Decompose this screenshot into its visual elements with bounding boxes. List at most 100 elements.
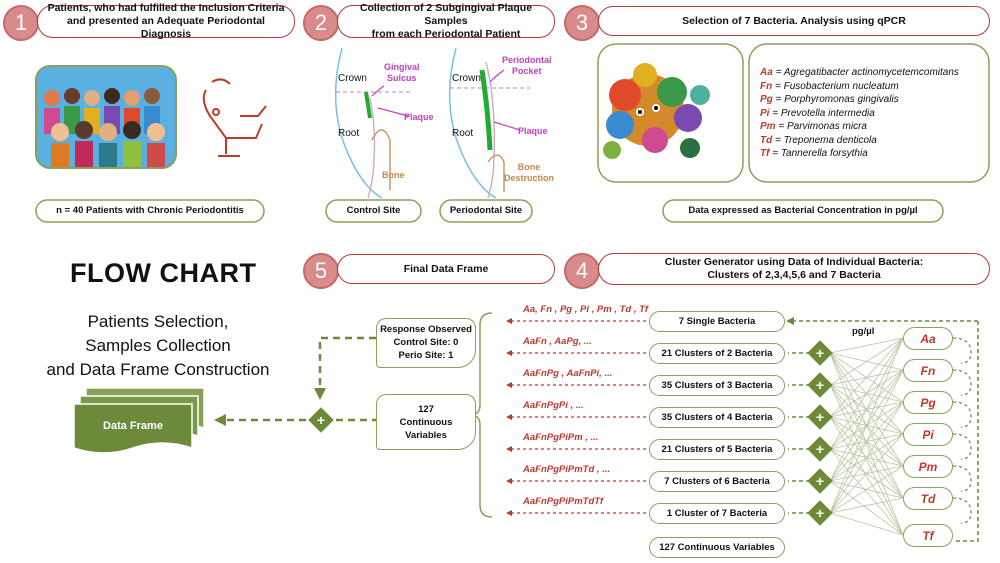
cluster-combos-label: AaFnPg , AaFnPi, ... — [523, 368, 613, 379]
cluster-box: 1 Cluster of 7 Bacteria — [649, 503, 785, 524]
subtitle-line1: Patients Selection, — [87, 312, 229, 331]
cluster-box: 35 Clusters of 3 Bacteria — [649, 375, 785, 396]
legend-name: Parvimonas micra — [786, 121, 867, 132]
legend-name: Treponema denticola — [783, 134, 877, 146]
legend-abbr: Pi — [760, 107, 770, 119]
legend-item-pg: Pg = Porphyromonas gingivalis — [760, 94, 899, 105]
legend-name: Fusobacterium nucleatum — [783, 80, 899, 92]
bacteria-node-fn: Fn — [903, 359, 953, 382]
plaque-label-control: Plaque — [404, 112, 434, 122]
root-label-perio: Root — [452, 128, 474, 139]
bacteria-node-aa: Aa — [903, 327, 953, 350]
step-1-caption: n = 40 Patients with Chronic Periodontit… — [56, 205, 244, 216]
cluster-combos-label: AaFnPgPiPmTdTf — [523, 496, 604, 507]
bone-destruction-line2: Destruction — [504, 173, 555, 183]
crown-label-perio: Crown — [452, 73, 481, 84]
cluster-combos-label: Aa, Fn , Pg , Pi , Pm , Td , Tf — [523, 304, 649, 315]
step-1-number: 1 — [3, 5, 39, 41]
periodontal-site-caption: Periodontal Site — [449, 205, 523, 216]
cluster-combos-label: AaFn , AaPg, ... — [523, 336, 592, 347]
unit-label: pg/µl — [852, 326, 875, 337]
cluster-box: 21 Clusters of 5 Bacteria — [649, 439, 785, 460]
step-4-number: 4 — [564, 253, 600, 289]
bone-label-control: Bone — [382, 170, 405, 180]
combine-plus-icon: + — [807, 468, 833, 494]
bacteria-node-pg: Pg — [903, 391, 953, 414]
step-3-title: Selection of 7 Bacteria. Analysis using … — [598, 6, 990, 36]
combine-plus-icon: + — [807, 340, 833, 366]
step-5-number: 5 — [303, 253, 339, 289]
flow-chart-title: FLOW CHART — [70, 258, 257, 288]
bone-destruction-line1: Bone — [517, 162, 541, 172]
periodontal-pocket-line2: Pocket — [512, 66, 542, 76]
step-4-title: Cluster Generator using Data of Individu… — [598, 253, 990, 285]
legend-name: Agregatibacter actinomycetemcomitans — [783, 67, 959, 78]
response-observed-box: Response Observed Control Site: 0 Perio … — [376, 318, 476, 368]
bacteria-node-pi: Pi — [903, 423, 953, 446]
subtitle-line2: Samples Collection — [85, 336, 231, 355]
cluster-combos-label: AaFnPgPiPmTd , ... — [523, 464, 611, 475]
total-variables-caption: 127 Continuous Variables — [649, 537, 785, 558]
gingival-sulcus-line1: Gingival — [384, 62, 420, 72]
gingival-sulcus-line2: Sulcus — [387, 73, 417, 83]
step-4-title-line2: Clusters of 2,3,4,5,6 and 7 Bacteria — [707, 269, 881, 281]
cluster-combos-label: AaFnPgPiPm , ... — [523, 432, 599, 443]
control-site-caption: Control Site — [346, 205, 401, 216]
data-frame-stack — [73, 387, 205, 454]
flow-chart-subtitle: Patients Selection, Samples Collection a… — [28, 310, 288, 382]
cluster-box: 7 Clusters of 6 Bacteria — [649, 471, 785, 492]
subtitle-line3: and Data Frame Construction — [46, 360, 270, 379]
response-line1: Response Observed — [380, 324, 472, 335]
step-1-title-line1: Patients, who had fulfilled the Inclusio… — [47, 2, 285, 14]
legend-item-aa: Aa = Agregatibacter actinomycetemcomitan… — [760, 67, 959, 78]
legend-item-fn: Fn = Fusobacterium nucleatum — [760, 80, 899, 92]
legend-abbr: Tf — [760, 148, 770, 159]
response-line3: Perio Site: 1 — [398, 350, 454, 361]
variables-line1: 127 — [418, 404, 434, 415]
step-4-title-line1: Cluster Generator using Data of Individu… — [664, 256, 924, 268]
root-label-control: Root — [338, 128, 360, 139]
combine-plus-icon: + — [807, 404, 833, 430]
crown-label-control: Crown — [338, 73, 367, 84]
merge-plus-icon: + — [308, 407, 334, 433]
legend-abbr: Pg — [760, 94, 773, 105]
legend-name: Porphyromonas gingivalis — [784, 94, 899, 105]
legend-item-pm: Pm = Parvimonas micra — [760, 121, 867, 132]
step-5-title: Final Data Frame — [337, 254, 555, 284]
variables-line2: Continuous — [399, 417, 453, 428]
step-2-title-line2: from each Periodontal Patient — [371, 28, 521, 40]
dental-chair-icon — [202, 78, 267, 157]
legend-item-tf: Tf = Tannerella forsythia — [760, 148, 868, 159]
step-3-caption: Data expressed as Bacterial Concentratio… — [688, 205, 918, 216]
continuous-variables-box: 127 Continuous Variables — [376, 394, 476, 450]
step-1-title-line2: and presented an Adequate Periodontal Di… — [67, 15, 265, 40]
tooth-control-site — [334, 47, 410, 199]
step-3-number: 3 — [564, 5, 600, 41]
tooth-periodontal-site — [448, 47, 530, 199]
combine-plus-icon: + — [807, 500, 833, 526]
step-2-number: 2 — [303, 5, 339, 41]
cluster-box: 35 Clusters of 4 Bacteria — [649, 407, 785, 428]
bacteria-illustration — [603, 63, 710, 159]
bacteria-node-pm: Pm — [903, 455, 953, 478]
bacteria-node-tf: Tf — [903, 524, 953, 547]
legend-item-pi: Pi = Prevotella intermedia — [760, 107, 875, 119]
legend-abbr: Pm — [760, 121, 776, 132]
legend-name: Prevotella intermedia — [780, 107, 875, 119]
combine-plus-icon: + — [807, 372, 833, 398]
legend-abbr: Td — [760, 134, 773, 146]
legend-abbr: Fn — [760, 80, 773, 92]
variables-line3: Variables — [405, 430, 447, 441]
bacteria-node-td: Td — [903, 487, 953, 510]
legend-item-td: Td = Treponema denticola — [760, 134, 877, 146]
cluster-box: 7 Single Bacteria — [649, 311, 785, 332]
step-2-title: Collection of 2 Subgingival Plaque Sampl… — [337, 2, 555, 40]
step-1-title: Patients, who had fulfilled the Inclusio… — [37, 2, 295, 40]
combine-plus-icon: + — [807, 436, 833, 462]
legend-name: Tannerella forsythia — [780, 148, 868, 159]
step-2-title-line1: Collection of 2 Subgingival Plaque Sampl… — [359, 2, 533, 27]
